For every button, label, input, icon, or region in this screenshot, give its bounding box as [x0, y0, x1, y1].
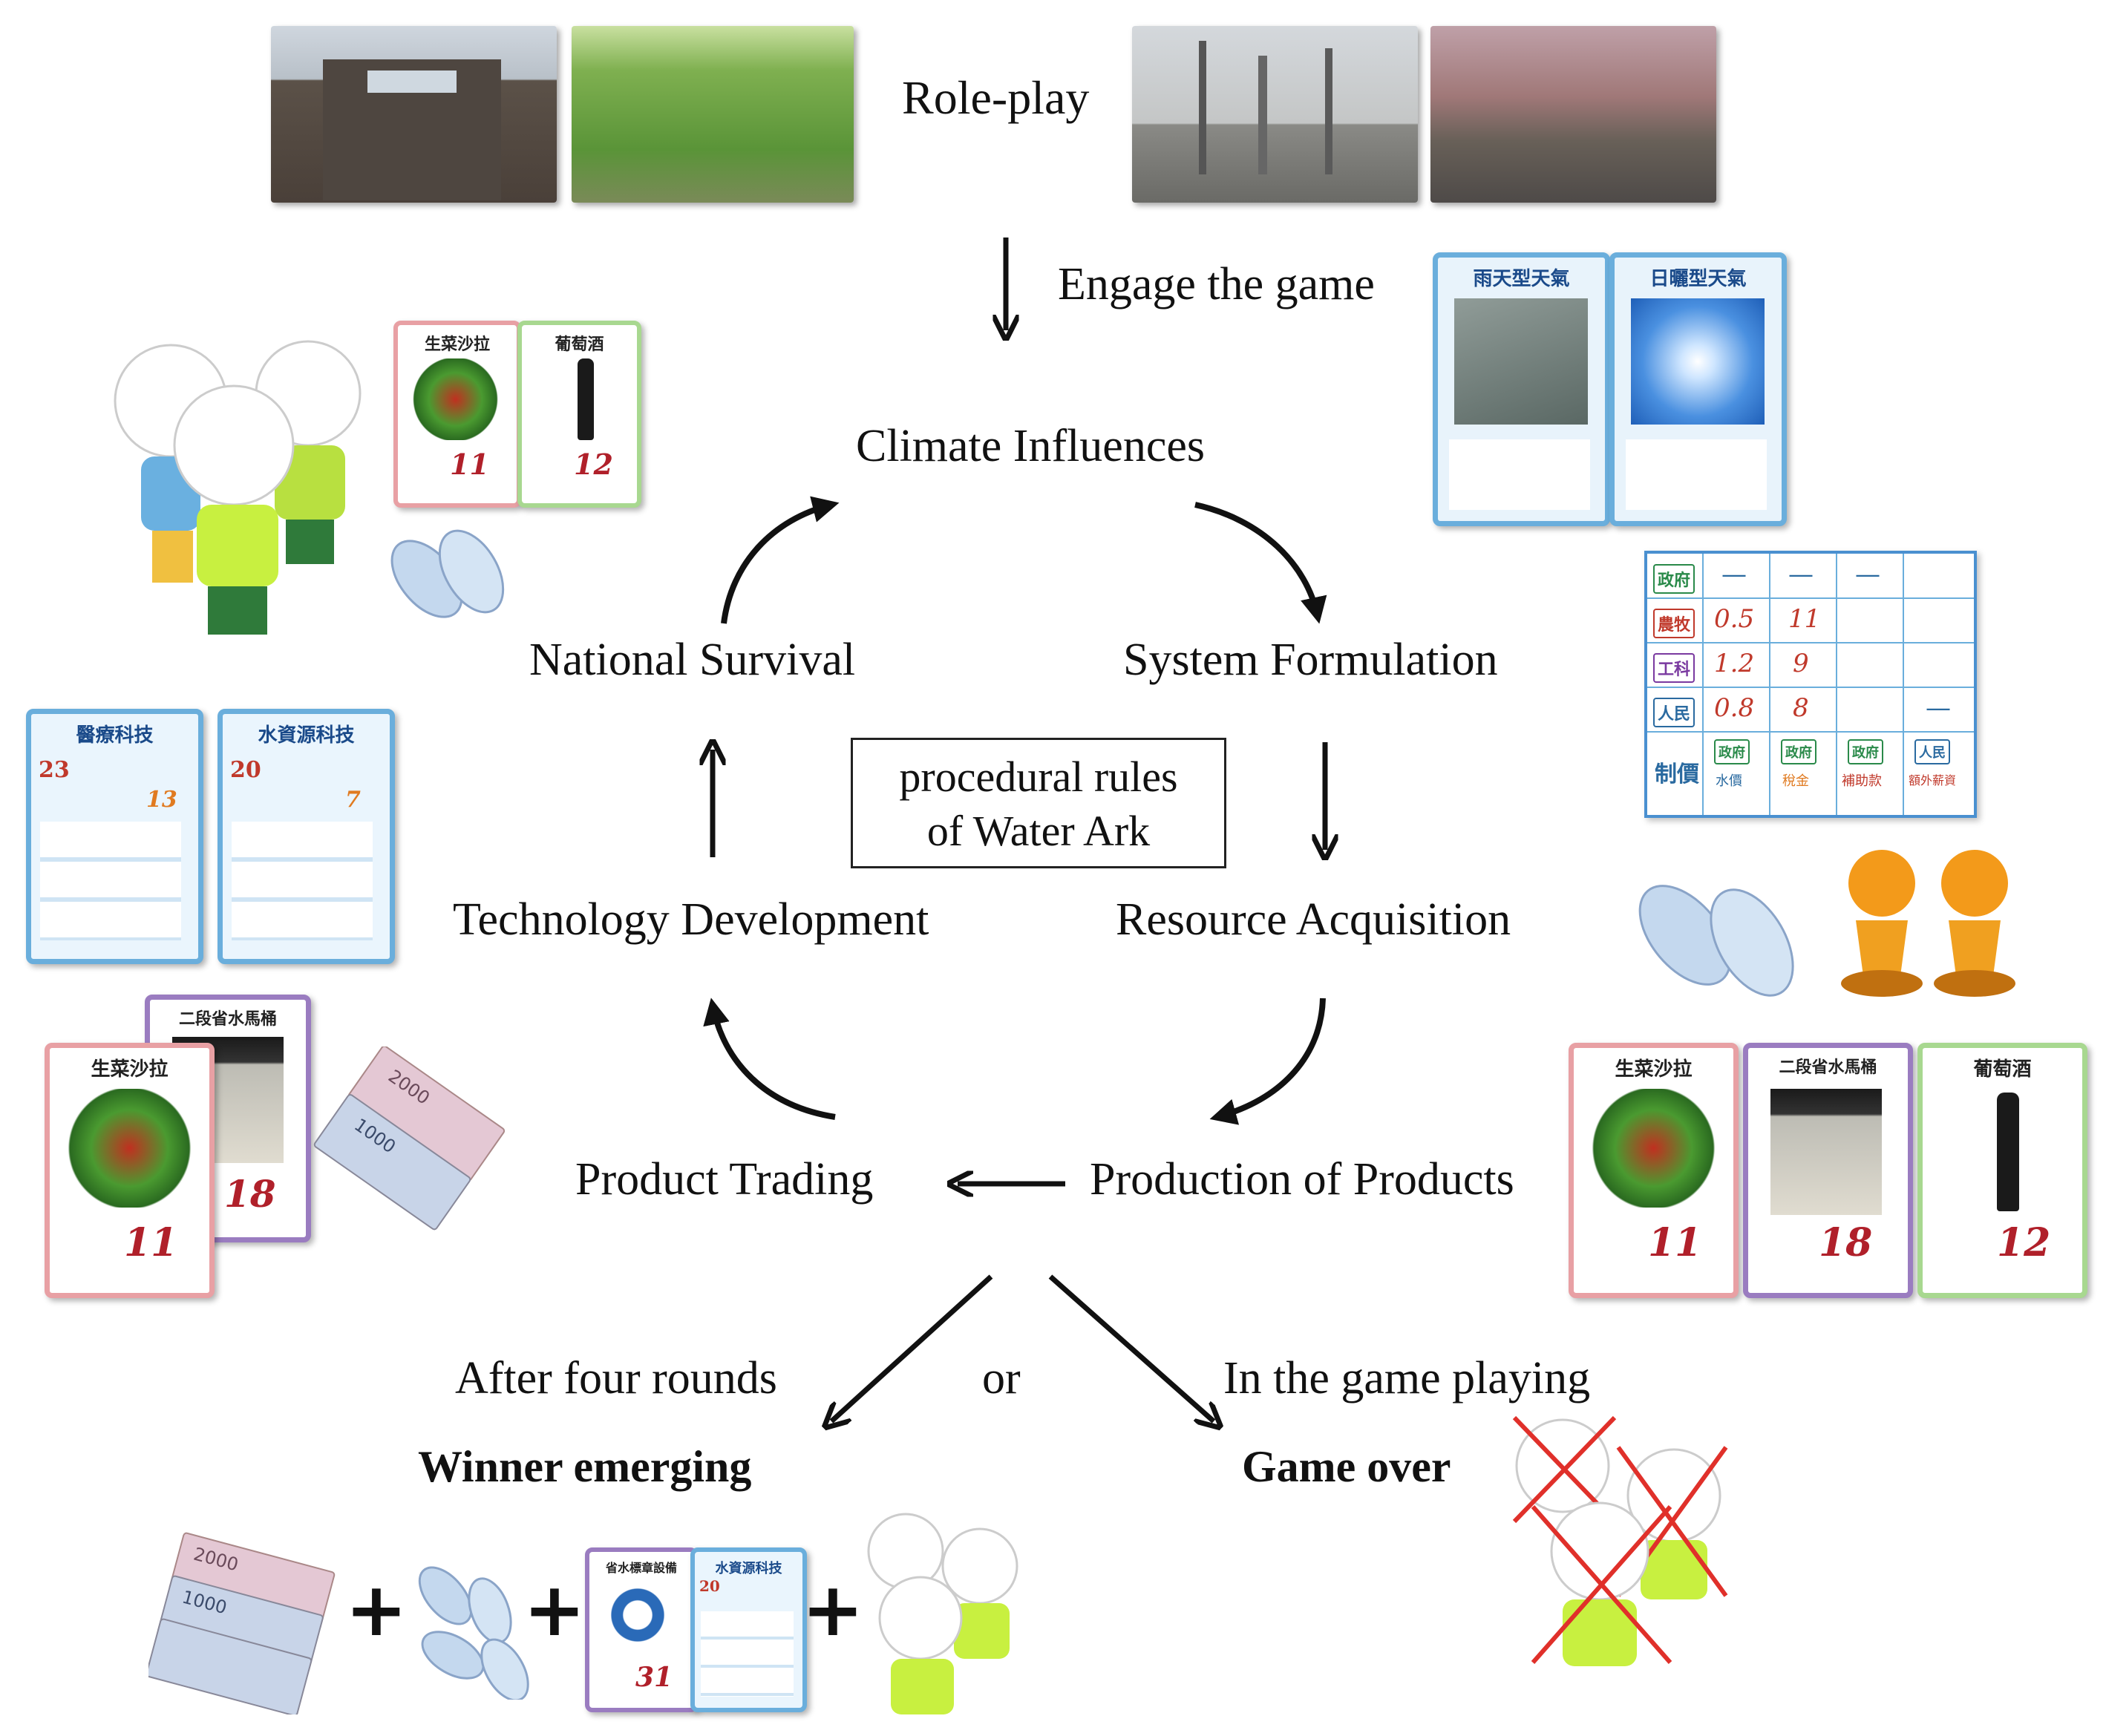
or-label: or: [982, 1353, 1021, 1403]
climate-influences-label: Climate Influences: [856, 421, 1205, 471]
footer-3: 政府: [1848, 739, 1883, 764]
eliminated-character-3: [1531, 1501, 1672, 1666]
footer-4: 人民: [1914, 739, 1950, 764]
rain-weather-card: 雨天型天氣: [1433, 252, 1610, 526]
price-label: 制價: [1655, 761, 1699, 787]
in-game-playing-label: In the game playing: [1223, 1353, 1591, 1403]
system-formulation-label: System Formulation: [1123, 635, 1498, 685]
footer-sub-2: 稅金: [1782, 773, 1809, 789]
water-drop-tokens-bottom: [418, 1566, 529, 1700]
money-bills-bottom: 2000 1000: [148, 1532, 336, 1714]
winner-emerging-label: Winner emerging: [418, 1442, 752, 1491]
row-agriculture: 農牧: [1653, 609, 1695, 638]
arrow-resource-to-production: [1209, 998, 1326, 1125]
money-bills-left: 2000 1000: [313, 1046, 505, 1231]
cell-0-2: —: [1855, 560, 1880, 589]
game-over-label: Game over: [1242, 1442, 1451, 1491]
cell-2-1: 9: [1793, 649, 1809, 678]
cell-0-0: —: [1721, 560, 1747, 589]
product-trading-label: Product Trading: [575, 1154, 874, 1205]
cell-3-1: 8: [1793, 693, 1809, 723]
price-table-grid: [1647, 554, 1974, 815]
procedural-rules-box: procedural rules of Water Ark: [851, 738, 1226, 868]
rules-line-1: procedural rules: [899, 753, 1178, 801]
after-four-rounds-label: After four rounds: [455, 1353, 777, 1403]
arrow-to-game-over: [1048, 1274, 1214, 1421]
plus-sign-1: +: [345, 1566, 408, 1653]
footer-1: 政府: [1714, 739, 1750, 764]
footer-2: 政府: [1781, 739, 1816, 764]
arrow-trading-to-technology: [703, 998, 836, 1120]
national-survival-label: National Survival: [529, 635, 856, 685]
arrow-to-winner: [831, 1274, 993, 1421]
winner-characters: [867, 1513, 1018, 1714]
row-people: 人民: [1653, 698, 1695, 727]
cell-3-3: —: [1926, 693, 1951, 723]
plus-sign-3: +: [802, 1566, 864, 1653]
row-government: 政府: [1653, 564, 1695, 594]
rice-field-photo: [572, 26, 854, 203]
engage-label: Engage the game: [1058, 259, 1375, 309]
plus-sign-2: +: [523, 1566, 586, 1653]
water-drop-tokens-2: [1638, 885, 1794, 997]
wine-card-right: 葡萄酒 12: [1917, 1043, 2087, 1298]
price-table: 政府 農牧 工科 人民 — — — 0.5 11 1.2 9 0.8 8 — 制…: [1644, 551, 1977, 818]
salad-card-top: 生菜沙拉 11: [393, 321, 521, 508]
water-tech-card: 水資源科技 20 7: [218, 709, 395, 964]
character-3: [173, 384, 295, 635]
arrow-climate-to-system: [1194, 502, 1327, 624]
salad-card-right: 生菜沙拉 11: [1569, 1043, 1739, 1298]
eliminated-character-1: [1512, 1415, 1617, 1524]
sun-weather-card: 日曬型天氣: [1609, 252, 1787, 526]
cell-2-0: 1.2: [1714, 649, 1755, 678]
salad-card-left: 生菜沙拉 11: [45, 1043, 215, 1298]
footer-sub-4: 額外薪資: [1909, 773, 1957, 787]
cell-3-0: 0.8: [1714, 693, 1755, 723]
footer-sub-1: 水價: [1716, 773, 1742, 789]
wine-card-top: 葡萄酒 12: [517, 321, 641, 508]
rules-line-2: of Water Ark: [926, 806, 1151, 855]
water-tech-card-bottom: 水資源科技 20: [690, 1547, 807, 1712]
water-device-card: 省水標章設備 31: [585, 1547, 698, 1712]
player-characters-group: [114, 340, 362, 635]
resource-acquisition-label: Resource Acquisition: [1116, 894, 1511, 945]
arrow-national-to-climate: [721, 496, 840, 624]
role-play-label: Role-play: [902, 71, 1090, 124]
eliminated-characters: [1512, 1415, 1728, 1666]
pawn-2: [1934, 850, 2015, 997]
government-building-photo: [271, 26, 557, 203]
toilet-card-right: 二段省水馬桶 18: [1743, 1043, 1913, 1298]
city-street-photo: [1430, 26, 1716, 203]
technology-development-label: Technology Development: [453, 894, 929, 945]
cell-1-1: 11: [1788, 604, 1821, 634]
production-label: Production of Products: [1090, 1154, 1514, 1205]
water-drop-tokens-1: [390, 529, 505, 618]
pawn-1: [1841, 850, 1923, 997]
orange-pawn-tokens: [1841, 850, 2015, 997]
industrial-plant-photo: [1132, 26, 1418, 203]
cell-0-1: —: [1788, 560, 1814, 589]
cell-1-0: 0.5: [1714, 604, 1755, 634]
eliminated-character-2: [1616, 1446, 1728, 1599]
row-industry: 工科: [1653, 653, 1695, 683]
footer-sub-3: 補助款: [1842, 773, 1882, 789]
medical-tech-card: 醫療科技 23 13: [26, 709, 203, 964]
